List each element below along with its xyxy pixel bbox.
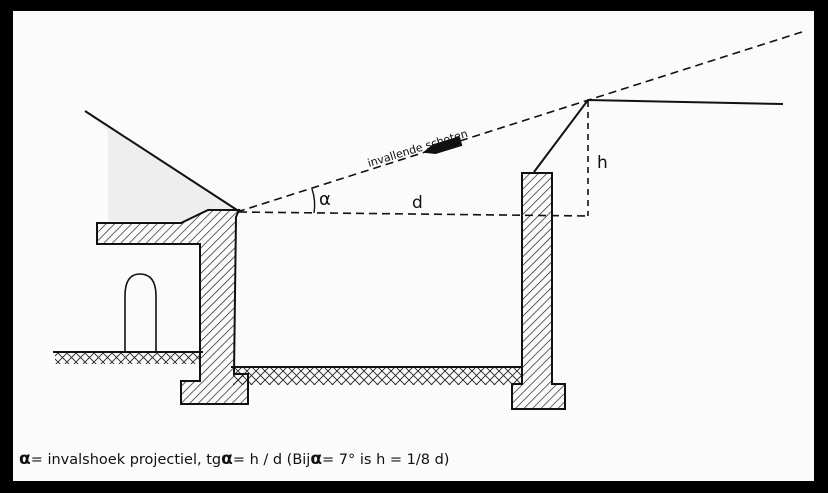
left-building-roof xyxy=(85,111,235,221)
right-wall xyxy=(511,172,566,410)
caption-part-2: = h / d (Bij xyxy=(232,452,311,468)
angle-arc xyxy=(311,188,316,214)
diagram-frame: α d h invallende schoten α = invalshoek … xyxy=(13,11,814,481)
caption-part-3: = 7° is h = 1/8 d) xyxy=(322,452,450,468)
caption-alpha-2: α xyxy=(221,449,233,469)
caption: α = invalshoek projectiel, tgα = h / d (… xyxy=(19,449,799,473)
roof-line xyxy=(84,110,238,211)
right-slope-line xyxy=(533,98,784,173)
arrow-text: invallende schoten xyxy=(366,127,469,170)
distance-line xyxy=(238,211,589,217)
trajectory-line xyxy=(236,30,806,213)
left-wall xyxy=(96,209,249,405)
defilade-diagram: α d h invallende schoten xyxy=(53,30,806,410)
projectile-arrow xyxy=(422,136,463,154)
left-ground-hatch xyxy=(55,352,200,364)
doorway-arch xyxy=(124,273,157,352)
d-label: d xyxy=(412,193,423,213)
caption-part-1: = invalshoek projectiel, tg xyxy=(30,452,222,468)
alpha-label: α xyxy=(319,189,331,210)
caption-alpha-1: α xyxy=(19,449,31,469)
middle-ground-hatch xyxy=(233,367,523,385)
caption-alpha-3: α xyxy=(310,449,323,469)
h-label: h xyxy=(597,153,608,173)
